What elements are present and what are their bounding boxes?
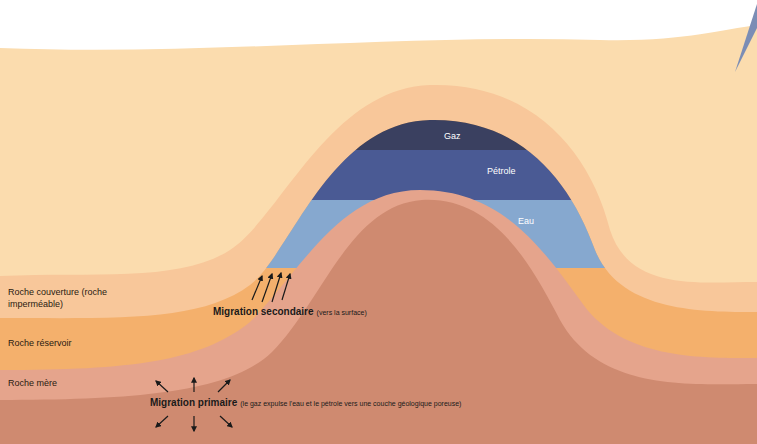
primary-arrow [193,416,194,431]
cap-rock-layer [0,85,757,444]
primary-arrow [193,378,194,392]
rock-layer-label: Roche couverture (roche imperméable) [8,286,118,310]
secondary-arrow [252,276,262,300]
gas-label-zone: Gaz [444,131,461,141]
water-label-zone: Eau [518,216,534,226]
process-note: (le gaz expulse l'eau et le pétrole vers… [240,400,461,407]
primary-arrow [156,381,168,392]
rock-layer-label: Roche réservoir [8,337,72,349]
page-corner [735,4,757,72]
migration-caption: Migration primaire(le gaz expulse l'eau … [150,397,461,408]
migration-caption: Migration secondaire(vers la surface) [213,306,367,317]
overburden-layer [0,25,757,444]
layer-name: Roche mère [8,377,57,389]
primary-arrow [220,416,232,427]
primary-arrow [218,380,230,392]
primary-arrow [156,416,168,427]
process-name: Migration secondaire [213,306,314,317]
oil-label-zone: Pétrole [487,166,516,176]
source-rock-layer [0,190,757,444]
rock-layer-label: Roche mère [8,377,57,389]
secondary-arrow [262,274,272,302]
secondary-arrow [282,274,290,300]
layer-name: Roche réservoir [8,337,72,349]
layer-name: Pétrole [487,166,516,176]
process-note: (vers la surface) [317,309,367,316]
layer-name: Roche couverture (roche imperméable) [8,286,118,310]
layer-name: Eau [518,216,534,226]
layer-name: Gaz [444,131,461,141]
basement-layer [0,200,757,444]
gas-zone [240,100,620,150]
secondary-arrow [272,273,281,302]
reservoir-layer [0,120,757,444]
process-name: Migration primaire [150,397,237,408]
